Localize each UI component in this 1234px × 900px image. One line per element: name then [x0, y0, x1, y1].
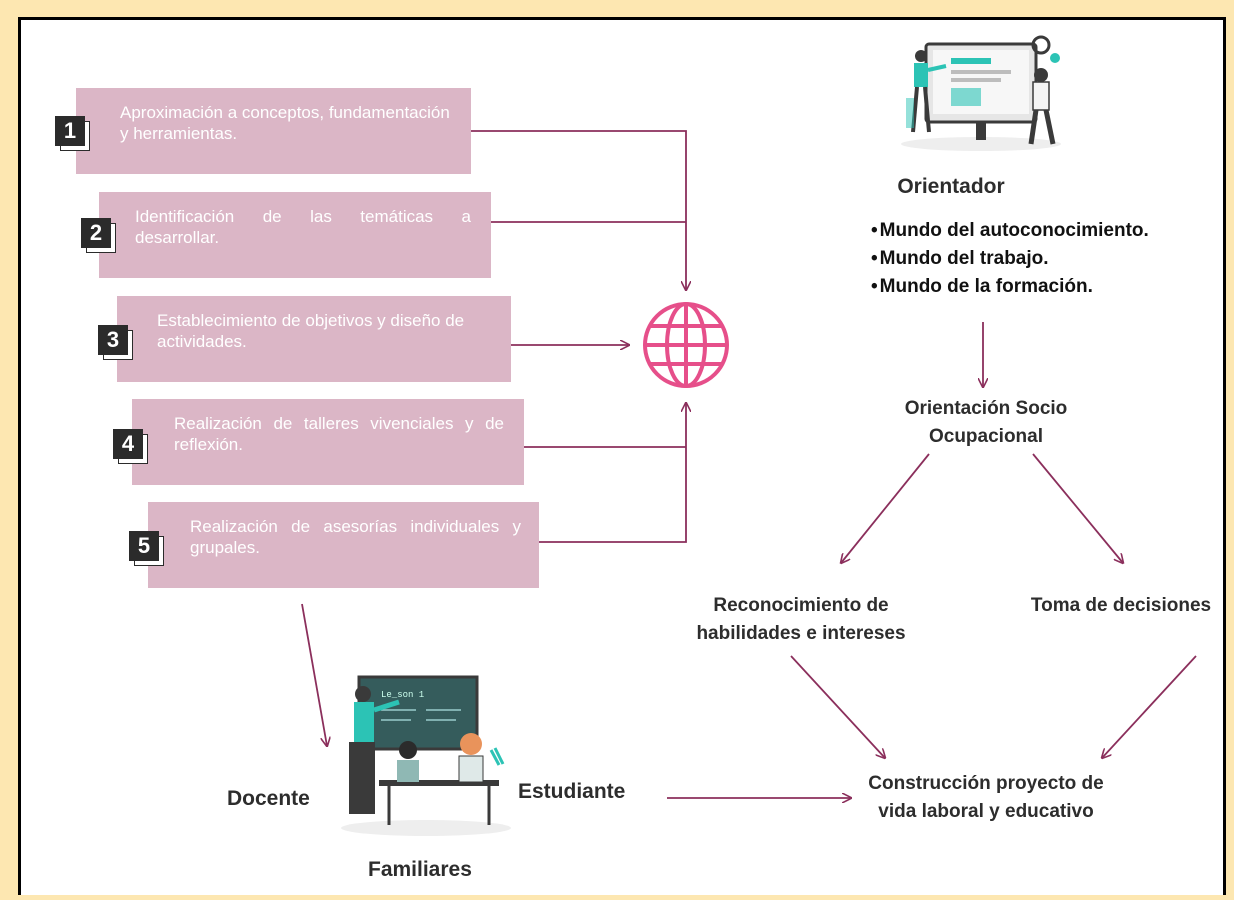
step-4-text: Realización de talleres vivenciales y de… [174, 414, 504, 454]
orientador-item-3: Mundo de la formación. [871, 273, 1211, 301]
svg-text:Le_son 1: Le_son 1 [381, 690, 424, 700]
step-number-3: 3 [98, 325, 133, 360]
step-box-1: Aproximación a conceptos, fundamentación… [76, 88, 471, 174]
orientador-item-1: Mundo del autoconocimiento. [871, 217, 1211, 245]
orientador-item-2: Mundo del trabajo. [871, 245, 1211, 273]
orientacion-socio-label: Orientación Socio Ocupacional [904, 398, 1068, 447]
globe-icon [643, 302, 729, 388]
step-3-text: Establecimiento de objetivos y diseño de… [157, 311, 465, 351]
docente-label: Docente [227, 787, 310, 810]
step-box-4: Realización de talleres vivenciales y de… [132, 399, 524, 485]
orientador-title: Orientador [897, 175, 1005, 198]
estudiante-label: Estudiante [518, 780, 626, 803]
step-number-badge: 2 [81, 218, 111, 248]
arrow-socio-reconocimiento [841, 453, 930, 563]
step-number-badge: 4 [113, 429, 143, 459]
arrow-step1-globe [471, 130, 686, 290]
step-box-5: Realización de asesorías individuales y … [148, 502, 539, 588]
orientador-list: Mundo del autoconocimiento. Mundo del tr… [871, 217, 1211, 301]
step-1-text: Aproximación a conceptos, fundamentación… [120, 103, 450, 143]
step-number-1: 1 [55, 116, 90, 151]
step-number-badge: 1 [55, 116, 85, 146]
arrow-toma-construccion [1102, 655, 1197, 758]
arrow-socio-toma [1032, 453, 1123, 563]
step-box-3: Establecimiento de objetivos y diseño de… [117, 296, 511, 382]
toma-decisiones-label: Toma de decisiones [1030, 595, 1212, 616]
familiares-label: Familiares [368, 858, 472, 881]
step-box-2: Identificación de las temáticas a desarr… [99, 192, 491, 278]
step-2-text: Identificación de las temáticas a desarr… [135, 207, 471, 247]
connector-arrows: Le_son 1 [301, 35, 1197, 836]
step-number-2: 2 [81, 218, 116, 253]
construccion-proyecto-label: Construcción proyecto de vida laboral y … [868, 773, 1104, 822]
reconocimiento-label: Reconocimiento de habilidades e interese… [696, 595, 906, 644]
arrow-step5-globe [539, 403, 686, 543]
arrow-steps-classroom [301, 603, 327, 746]
classroom-illustration: Le_son 1 [341, 675, 511, 836]
step-number-badge: 3 [98, 325, 128, 355]
step-5-text: Realización de asesorías individuales y … [190, 517, 521, 557]
step-number-4: 4 [113, 429, 148, 464]
diagram-canvas: Le_son 1 Aproximación a conceptos, funda… [18, 17, 1226, 895]
step-number-5: 5 [129, 531, 164, 566]
arrow-reconocimiento-construccion [790, 655, 885, 758]
orientador-illustration [901, 35, 1061, 151]
step-number-badge: 5 [129, 531, 159, 561]
